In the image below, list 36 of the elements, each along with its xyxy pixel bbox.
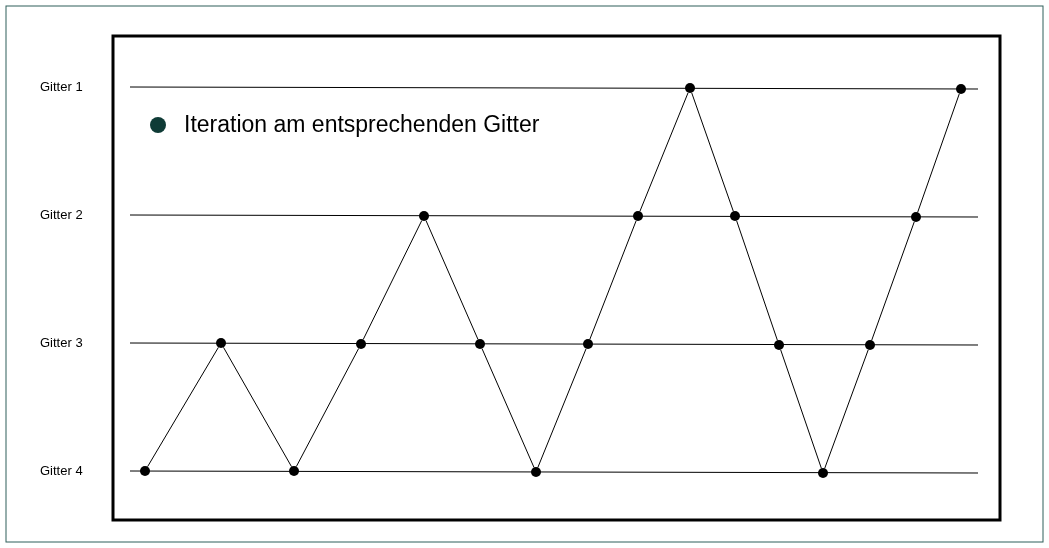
iteration-dot xyxy=(865,340,875,350)
iteration-dot xyxy=(531,467,541,477)
connector-line xyxy=(425,220,479,340)
iteration-dot xyxy=(730,211,740,221)
connector-line xyxy=(589,220,637,340)
connector-line xyxy=(481,348,535,468)
iteration-dot xyxy=(633,211,643,221)
connector-line xyxy=(639,92,689,212)
iteration-dot xyxy=(911,212,921,222)
iteration-dot xyxy=(140,466,150,476)
iteration-dot xyxy=(583,339,593,349)
connector-line xyxy=(917,93,960,213)
legend-text: Iteration am entsprechenden Gitter xyxy=(184,111,540,138)
connector-line xyxy=(736,220,778,341)
iteration-dot xyxy=(818,468,828,478)
grid-level-label: Gitter 4 xyxy=(40,463,83,478)
iteration-dot xyxy=(685,83,695,93)
iteration-dot xyxy=(419,211,429,221)
iteration-dot xyxy=(956,84,966,94)
iteration-dot xyxy=(475,339,485,349)
grid-level-label: Gitter 1 xyxy=(40,79,83,94)
connector-line xyxy=(871,221,915,341)
iteration-dot xyxy=(289,466,299,476)
grid-level-label: Gitter 2 xyxy=(40,207,83,222)
iteration-dot xyxy=(774,340,784,350)
iteration-dot xyxy=(216,338,226,348)
connector-line xyxy=(780,349,822,469)
connector-line xyxy=(362,220,423,340)
connector-line xyxy=(147,346,219,468)
connector-line xyxy=(824,349,869,469)
connector-line xyxy=(295,347,360,468)
grid-level-label: Gitter 3 xyxy=(40,335,83,350)
connector-line xyxy=(223,346,292,468)
connector-line xyxy=(537,348,587,468)
iteration-dot xyxy=(356,339,366,349)
connector-line xyxy=(691,92,734,212)
